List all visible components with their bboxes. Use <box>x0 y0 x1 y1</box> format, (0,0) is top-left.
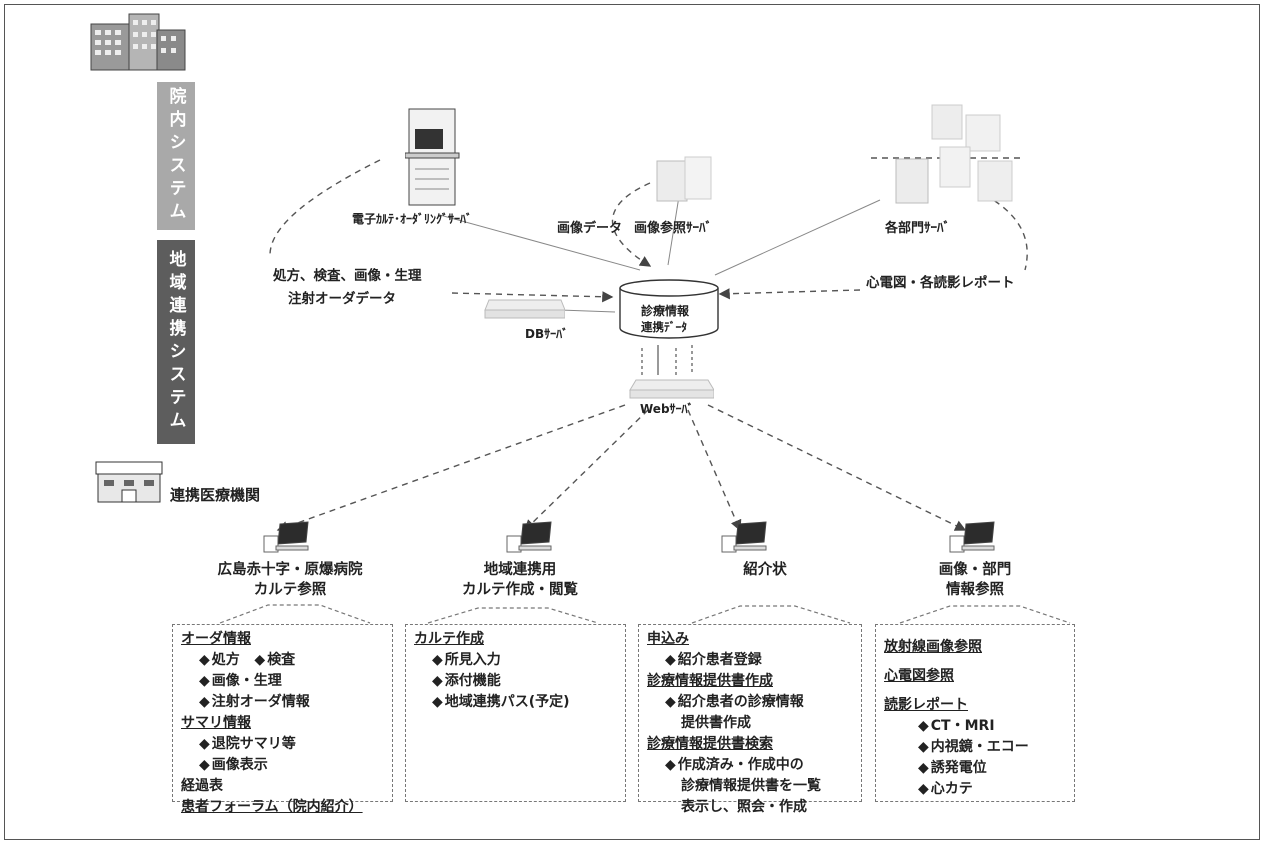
summary-item-image: 画像表示 <box>181 755 384 776</box>
letter-search-line1: 作成済み・作成中の <box>647 755 853 776</box>
partner-institution-label: 連携医療機関 <box>170 486 261 504</box>
central-data-line1: 診療情報 <box>641 304 690 318</box>
reading-report-heading: 読影レポート <box>884 697 968 713</box>
summary-info-heading: サマリ情報 <box>181 715 251 731</box>
image-server-icon <box>655 155 715 203</box>
hospital-building-icon <box>89 12 187 72</box>
client-pc-icon-2 <box>505 520 553 554</box>
karte-create-pathway: 地域連携パス(予定) <box>414 692 617 713</box>
client-caption-2-line1: 地域連携用 <box>483 562 557 578</box>
image-server-label: 画像参照ｻｰﾊﾞ <box>634 221 713 236</box>
bracket-4 <box>899 605 1071 624</box>
report-ct-mri: CT・MRI <box>884 716 1066 737</box>
db-server-icon <box>483 298 566 320</box>
dept-server-label: 各部門ｻｰﾊﾞ <box>885 221 951 236</box>
karte-create-findings: 所見入力 <box>414 650 617 671</box>
client-pc-icon-4 <box>948 520 996 554</box>
order-item-test: 検査 <box>254 652 295 668</box>
link-web-client1 <box>276 404 626 532</box>
client-caption-2: 地域連携用 カルテ作成・閲覧 <box>430 560 610 600</box>
referral-letter-box: 申込み 紹介患者登録 診療情報提供書作成 紹介患者の診療情報 提供書作成 診療情… <box>638 624 862 815</box>
client-caption-1-line2: カルテ参照 <box>253 582 327 598</box>
link-web-client2 <box>523 409 649 531</box>
central-data-cylinder <box>618 278 720 340</box>
letter-search-line2: 診療情報提供書を一覧 <box>681 778 821 794</box>
client-caption-3: 紹介状 <box>690 560 840 580</box>
order-info-heading: オーダ情報 <box>181 631 251 647</box>
link-order-db <box>451 291 614 303</box>
letter-search-heading: 診療情報提供書検索 <box>647 736 773 752</box>
client-caption-4-line2: 情報参照 <box>946 582 1004 598</box>
order-item-prescription: 処方 <box>199 652 240 668</box>
report-endoscope: 内視鏡・エコー <box>884 737 1066 758</box>
client-pc-icon-3 <box>720 520 768 554</box>
link-dept-db <box>714 199 881 276</box>
letter-create-heading: 診療情報提供書作成 <box>647 673 773 689</box>
client-caption-1: 広島赤十字・原爆病院 カルテ参照 <box>190 560 390 600</box>
diagram-frame <box>4 4 1260 840</box>
link-image-data-db <box>611 182 652 267</box>
link-dept-reports <box>984 194 1028 271</box>
order-item-imaging: 画像・生理 <box>181 671 384 692</box>
link-image-db <box>667 189 681 266</box>
partner-institution-icon <box>94 458 164 504</box>
letter-search-line3: 表示し、照会・作成 <box>681 799 807 815</box>
bracket-2 <box>427 607 599 624</box>
link-web-client4 <box>707 404 967 531</box>
client-caption-4: 画像・部門 情報参照 <box>900 560 1050 600</box>
in-hospital-system-band: 院内システム <box>157 82 195 230</box>
link-reports-db <box>718 288 861 300</box>
order-data-label-2: 注射オーダデータ <box>288 291 396 307</box>
web-server-label: Webｻｰﾊﾞ <box>640 402 694 416</box>
karte-reference-box: オーダ情報 処方 検査 画像・生理 注射オーダ情報 サマリ情報 退院サマリ等 画… <box>172 624 393 815</box>
ecg-item: 心電図参照 <box>884 668 954 684</box>
report-cardiac-cath: 心カテ <box>884 779 1066 800</box>
client-caption-4-line1: 画像・部門 <box>938 562 1012 578</box>
letter-create-line1: 紹介患者の診療情報 <box>647 692 853 713</box>
application-register: 紹介患者登録 <box>647 650 853 671</box>
link-karte-db <box>439 214 641 271</box>
link-web-client3 <box>687 409 742 532</box>
karte-server-icon <box>404 107 460 207</box>
reports-label: 心電図・各読影レポート <box>866 275 1015 291</box>
link-dbserver-db <box>559 309 616 313</box>
regional-system-band: 地域連携システム <box>157 240 195 444</box>
summary-item-discharge: 退院サマリ等 <box>181 734 384 755</box>
patient-forum-item: 患者フォーラム（院内紹介） <box>181 799 363 815</box>
bracket-1 <box>219 604 371 624</box>
image-dept-box: 放射線画像参照 心電図参照 読影レポート CT・MRI 内視鏡・エコー 誘発電位… <box>875 624 1075 802</box>
db-server-label: DBｻｰﾊﾞ <box>525 327 569 341</box>
client-caption-2-line2: カルテ作成・閲覧 <box>462 582 578 598</box>
karte-create-box: カルテ作成 所見入力 添付機能 地域連携パス(予定) <box>405 624 626 802</box>
image-data-label: 画像データ <box>557 221 623 236</box>
client-pc-icon-1 <box>262 520 310 554</box>
client-caption-1-line1: 広島赤十字・原爆病院 <box>217 562 363 578</box>
letter-create-line2: 提供書作成 <box>681 715 751 731</box>
progress-chart-item: 経過表 <box>181 778 223 794</box>
web-server-icon <box>628 378 715 400</box>
order-row-1: 処方 検査 <box>181 650 384 671</box>
dept-servers-icon <box>890 103 1020 209</box>
karte-server-label: 電子ｶﾙﾃ･ｵｰﾀﾞﾘﾝｸﾞｻｰﾊﾞ <box>352 212 473 226</box>
order-item-injection: 注射オーダ情報 <box>181 692 384 713</box>
karte-create-heading: カルテ作成 <box>414 631 484 647</box>
central-data-line2: 連携ﾃﾞｰﾀ <box>641 320 687 334</box>
karte-create-attach: 添付機能 <box>414 671 617 692</box>
bracket-3 <box>691 605 851 624</box>
link-karte-order <box>269 159 381 256</box>
application-heading: 申込み <box>647 631 689 647</box>
radiology-image-item: 放射線画像参照 <box>884 639 982 655</box>
client-caption-3-line1: 紹介状 <box>743 562 787 578</box>
order-data-label-1: 処方、検査、画像・生理 <box>273 268 422 284</box>
report-evoked: 誘発電位 <box>884 758 1066 779</box>
